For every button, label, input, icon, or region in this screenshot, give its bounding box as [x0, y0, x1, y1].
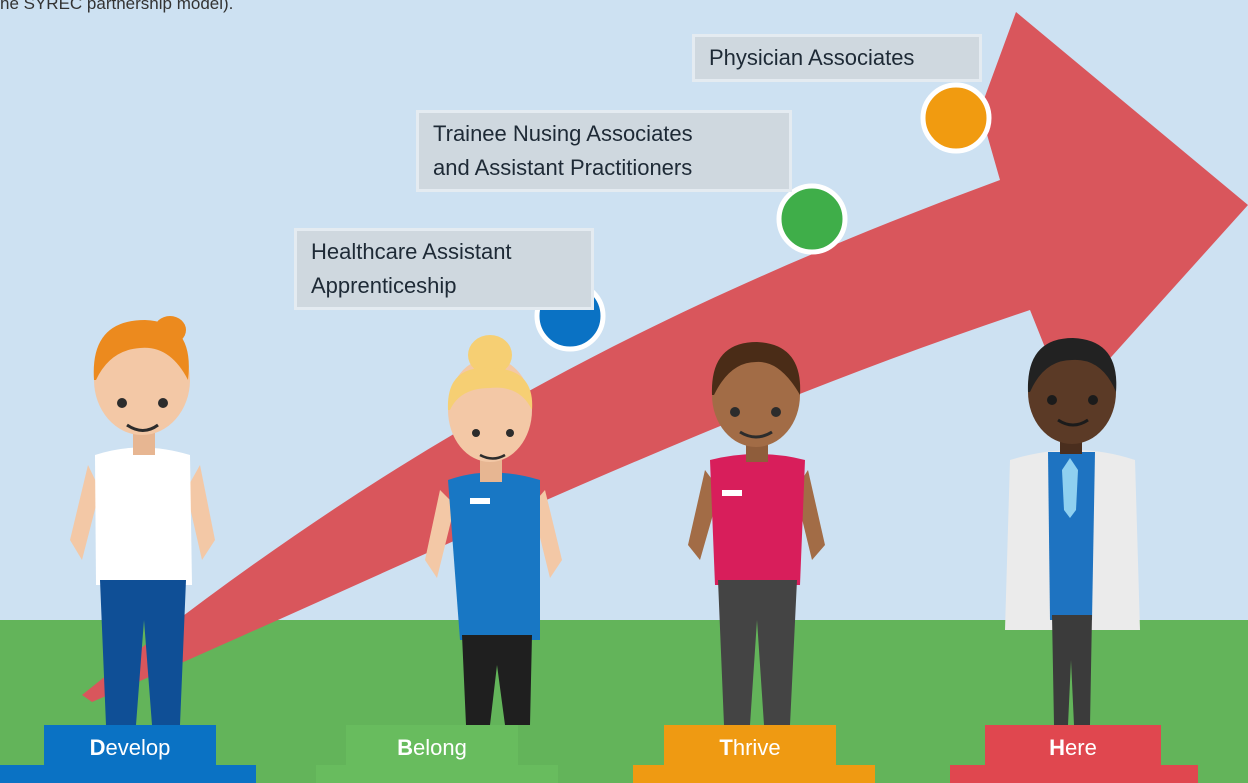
belong-initial: B: [397, 735, 414, 760]
trainee-label-line2: and Assistant Practitioners: [433, 155, 693, 180]
thrive-person: [688, 342, 825, 725]
thrive-step-base: [633, 725, 875, 783]
thrive-rest: hrive: [732, 735, 781, 760]
physician-milestone-dot: [920, 82, 992, 154]
trainee-milestone-dot: [776, 183, 848, 255]
trainee-nursing-label: Trainee Nusing Associates and Assistant …: [416, 110, 792, 192]
develop-step-base: [0, 725, 256, 783]
develop-rest: evelop: [105, 735, 171, 760]
belong-rest: elong: [413, 735, 467, 760]
healthcare-label-line2: Apprenticeship: [311, 273, 457, 298]
belong-person: [425, 335, 562, 725]
intro-text-fragment: he SYREC partnership model).: [0, 0, 234, 13]
develop-initial: D: [89, 735, 106, 760]
trainee-label-line1: Trainee Nusing Associates: [433, 121, 693, 146]
here-rest: ere: [1065, 735, 1097, 760]
thrive-initial: T: [719, 735, 733, 760]
here-step-base: [950, 725, 1198, 783]
healthcare-label-line1: Healthcare Assistant: [311, 239, 512, 264]
here-initial: H: [1049, 735, 1066, 760]
physician-label-text: Physician Associates: [709, 45, 915, 70]
develop-person: [70, 316, 215, 725]
healthcare-assistant-label: Healthcare Assistant Apprenticeship: [294, 228, 594, 310]
progress-arrow: [82, 12, 1248, 702]
here-person: [1005, 338, 1140, 725]
physician-associates-label: Physician Associates: [692, 34, 982, 82]
belong-step-base: [316, 725, 558, 783]
